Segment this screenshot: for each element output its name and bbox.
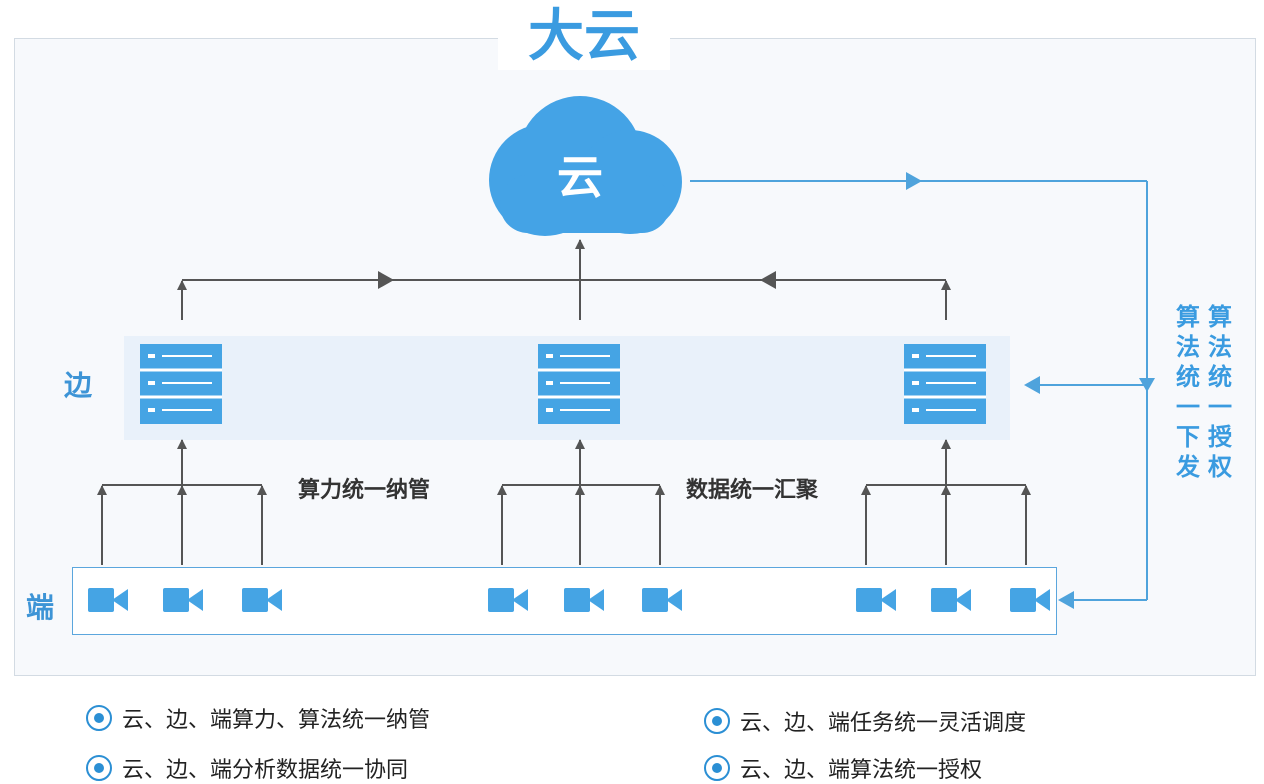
bullet-icon <box>86 755 112 781</box>
legend-text: 云、边、端算力、算法统一纳管 <box>122 708 431 733</box>
bullet-icon <box>86 705 112 731</box>
legend-item: 云、边、端分析数据统一协同 <box>86 752 408 784</box>
legend-text: 云、边、端分析数据统一协同 <box>122 758 409 783</box>
flow-right-arrowhead <box>378 271 394 289</box>
data-flow-label: 数据统一汇聚 <box>686 478 819 503</box>
algorithm-authorize-label: 算法统一授权 <box>1208 303 1232 481</box>
legend-item: 云、边、端任务统一灵活调度 <box>704 705 1026 737</box>
cloud-label: 云 <box>557 150 603 204</box>
cloud-icon <box>489 96 682 236</box>
video-camera-icon <box>242 588 282 612</box>
edge-to-cloud-arrows <box>177 239 951 320</box>
end-to-edge-arrows-middle <box>497 439 665 565</box>
video-camera-icon <box>88 588 128 612</box>
legend-item: 云、边、端算力、算法统一纳管 <box>86 702 430 734</box>
legend-text: 云、边、端算法统一授权 <box>740 758 983 783</box>
legend-text: 云、边、端任务统一灵活调度 <box>740 711 1027 736</box>
edge-layer-label: 边 <box>64 369 93 402</box>
video-camera-icon <box>564 588 604 612</box>
compute-flow-label: 算力统一纳管 <box>298 478 431 503</box>
end-to-edge-arrows-left <box>97 439 267 565</box>
legend-item: 云、边、端算法统一授权 <box>704 752 982 784</box>
end-in-arrowhead <box>1058 591 1074 609</box>
video-camera-icon <box>163 588 203 612</box>
server-rack-icon <box>904 344 986 424</box>
video-camera-icon <box>856 588 896 612</box>
flow-left-arrowhead <box>760 271 776 289</box>
end-layer-label: 端 <box>26 591 55 624</box>
bullet-icon <box>704 755 730 781</box>
bullet-icon <box>704 708 730 734</box>
down-arrowhead <box>1139 378 1155 392</box>
video-camera-icon <box>488 588 528 612</box>
server-rack-icon <box>538 344 620 424</box>
end-to-edge-arrows-right <box>861 439 1031 565</box>
edge-in-arrowhead <box>1024 376 1040 394</box>
server-rack-icon <box>140 344 222 424</box>
video-camera-icon <box>931 588 971 612</box>
video-camera-icon <box>1010 588 1050 612</box>
title-background <box>498 0 670 70</box>
cloud-out-arrowhead <box>906 172 922 190</box>
diagram-title: 大云 <box>528 4 640 69</box>
algorithm-dispatch-label: 算法统一下发 <box>1176 303 1200 481</box>
video-camera-icon <box>642 588 682 612</box>
